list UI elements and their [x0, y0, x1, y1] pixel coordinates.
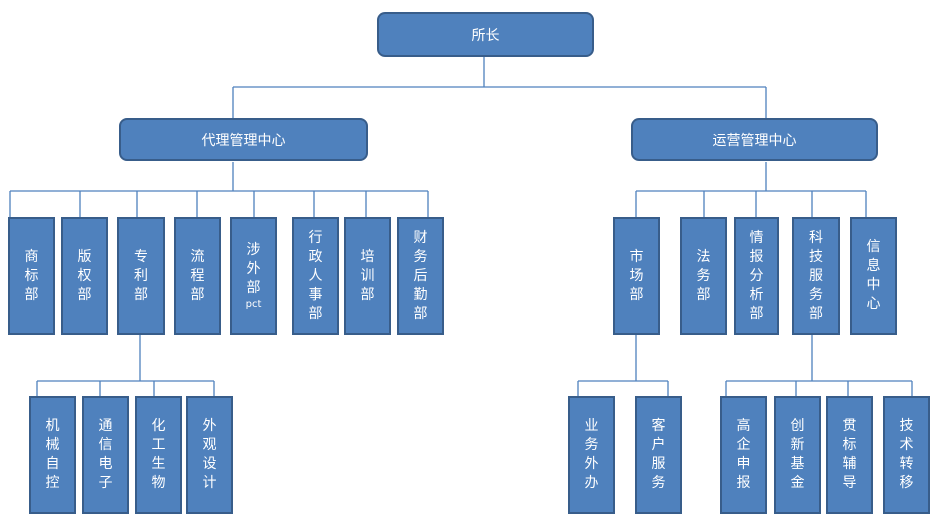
patent-dept-box: 专 利 部 [117, 217, 165, 335]
business-outsourcing-box: 业 务 外 办 [568, 396, 615, 514]
process-dept-label: 流 程 部 [190, 248, 205, 303]
customer-service-box: 客 户 服 务 [635, 396, 682, 514]
trademark-dept-label: 商 标 部 [24, 248, 39, 303]
design-patent-box: 外 观 设 计 [186, 396, 233, 514]
innovation-fund-label: 创 新 基 金 [790, 418, 805, 491]
technology-transfer-box: 技 术 转 移 [883, 396, 930, 514]
legal-dept-label: 法 务 部 [696, 248, 711, 303]
agency-management-center-label: 代理管理中心 [201, 132, 286, 149]
intelligence-analysis-dept-box: 情 报 分 析 部 [734, 217, 779, 335]
intelligence-analysis-dept-label: 情 报 分 析 部 [749, 229, 764, 322]
trademark-dept-box: 商 标 部 [8, 217, 55, 335]
communication-electronics-box: 通 信 电 子 [82, 396, 129, 514]
training-dept-box: 培 训 部 [344, 217, 391, 335]
process-dept-box: 流 程 部 [174, 217, 221, 335]
tech-service-dept-label: 科 技 服 务 部 [809, 229, 823, 322]
communication-electronics-label: 通 信 电 子 [98, 418, 113, 491]
foreign-affairs-dept-box: 涉 外 部 pct [230, 217, 277, 335]
operations-management-center-label: 运营管理中心 [712, 132, 797, 149]
chemical-biological-label: 化 工 生 物 [151, 418, 166, 491]
agency-management-center-box: 代理管理中心 [119, 118, 368, 161]
technology-transfer-label: 技 术 转 移 [899, 418, 914, 491]
mechanical-automation-label: 机 械 自 控 [45, 418, 60, 491]
information-center-label: 信 息 中 心 [866, 239, 881, 312]
admin-hr-dept-box: 行 政 人 事 部 [292, 217, 339, 335]
design-patent-label: 外 观 设 计 [202, 418, 217, 491]
legal-dept-box: 法 务 部 [680, 217, 727, 335]
chemical-biological-box: 化 工 生 物 [135, 396, 182, 514]
copyright-dept-box: 版 权 部 [61, 217, 108, 335]
high-tech-enterprise-application-label: 高 企 申 报 [736, 418, 751, 491]
training-dept-label: 培 训 部 [360, 248, 375, 303]
mechanical-automation-box: 机 械 自 控 [29, 396, 76, 514]
patent-dept-label: 专 利 部 [134, 248, 148, 303]
foreign-affairs-dept-label: 涉 外 部 [246, 241, 261, 296]
innovation-fund-box: 创 新 基 金 [774, 396, 821, 514]
market-dept-box: 市 场 部 [613, 217, 660, 335]
operations-management-center-box: 运营管理中心 [631, 118, 878, 161]
director-label: 所长 [471, 27, 500, 44]
tech-service-dept-box: 科 技 服 务 部 [792, 217, 840, 335]
high-tech-enterprise-application-box: 高 企 申 报 [720, 396, 767, 514]
standards-consulting-box: 贯 标 辅 导 [826, 396, 873, 514]
finance-logistics-dept-label: 财 务 后 勤 部 [413, 229, 428, 322]
business-outsourcing-label: 业 务 外 办 [584, 418, 599, 491]
customer-service-label: 客 户 服 务 [651, 418, 666, 491]
market-dept-label: 市 场 部 [629, 248, 644, 303]
finance-logistics-dept-box: 财 务 后 勤 部 [397, 217, 444, 335]
copyright-dept-label: 版 权 部 [77, 248, 92, 303]
admin-hr-dept-label: 行 政 人 事 部 [308, 229, 323, 322]
standards-consulting-label: 贯 标 辅 导 [842, 418, 857, 491]
information-center-box: 信 息 中 心 [850, 217, 897, 335]
foreign-affairs-dept-sublabel: pct [245, 298, 262, 310]
director-box: 所长 [377, 12, 594, 57]
